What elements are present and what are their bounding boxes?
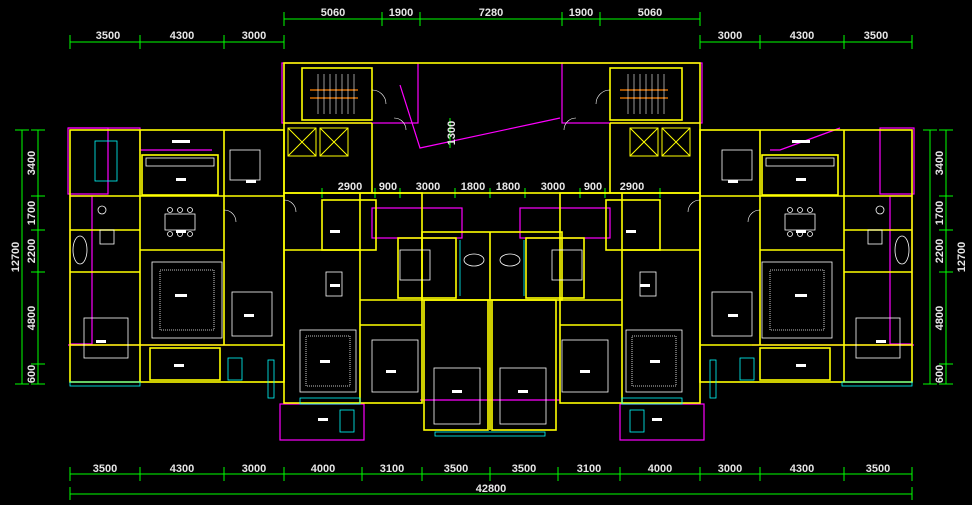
dim-top-5: 5060	[638, 7, 662, 19]
dim-right-total: 12700	[956, 242, 968, 273]
dim-core-vertical: 1300	[446, 121, 458, 145]
dim-left-v-2: 1700	[26, 201, 38, 225]
dim-core-5: 1800	[496, 181, 520, 193]
dimension-ticks	[15, 12, 953, 500]
dim-bottom-1: 3500	[93, 463, 117, 475]
dim-bottom-2: 4300	[170, 463, 194, 475]
dim-bottom-total: 42800	[476, 483, 507, 495]
dim-bottom-8: 3100	[577, 463, 601, 475]
dim-core-7: 900	[584, 181, 602, 193]
stair-and-elevator	[287, 74, 691, 157]
dim-left-v-1: 3400	[26, 151, 38, 175]
kitchen-counters	[145, 149, 835, 181]
door-swings	[223, 89, 761, 223]
dim-core-4: 1800	[461, 181, 485, 193]
dim-right-v-4: 4800	[934, 306, 946, 330]
dim-core-2: 900	[379, 181, 397, 193]
dim-top-right-2: 4300	[790, 30, 814, 42]
dim-bottom-6: 3500	[444, 463, 468, 475]
dim-right-v-2: 1700	[934, 201, 946, 225]
dim-bottom-9: 4000	[648, 463, 672, 475]
room-label-marks	[96, 140, 886, 421]
dim-bottom-10: 3000	[718, 463, 742, 475]
dim-top-left-1: 3500	[96, 30, 120, 42]
dim-bottom-4: 4000	[311, 463, 335, 475]
dim-top-2: 1900	[389, 7, 413, 19]
window-and-door-details	[69, 140, 913, 437]
dim-bottom-7: 3500	[512, 463, 536, 475]
dim-left-v-5: 600	[26, 365, 38, 383]
balcony-outlines	[67, 62, 915, 441]
dim-bottom-12: 3500	[866, 463, 890, 475]
dim-core-1: 2900	[338, 181, 362, 193]
dim-core-3: 3000	[416, 181, 440, 193]
dimension-lines	[21, 18, 947, 495]
dim-right-v-3: 2200	[934, 239, 946, 263]
dim-top-1: 5060	[321, 7, 345, 19]
dim-bottom-5: 3100	[380, 463, 404, 475]
dim-left-total: 12700	[10, 242, 22, 273]
dim-top-left-2: 4300	[170, 30, 194, 42]
dim-core-6: 3000	[541, 181, 565, 193]
walls	[69, 62, 913, 431]
dim-bottom-11: 4300	[790, 463, 814, 475]
dim-right-v-5: 600	[934, 365, 946, 383]
dimension-labels: 5060 1900 7280 1900 5060 3500 4300 3000 …	[10, 7, 968, 495]
sofa-area-left	[151, 261, 833, 393]
dim-left-v-4: 4800	[26, 306, 38, 330]
dim-top-left-3: 3000	[242, 30, 266, 42]
dim-left-v-3: 2200	[26, 239, 38, 263]
dim-top-4: 1900	[569, 7, 593, 19]
bathroom-fixtures	[72, 205, 910, 267]
dim-top-right-1: 3000	[718, 30, 742, 42]
dim-top-3: 7280	[479, 7, 503, 19]
beds	[83, 249, 901, 425]
dim-right-v-1: 3400	[934, 151, 946, 175]
dim-bottom-3: 3000	[242, 463, 266, 475]
dim-core-8: 2900	[620, 181, 644, 193]
dim-top-right-3: 3500	[864, 30, 888, 42]
furniture	[72, 149, 910, 425]
